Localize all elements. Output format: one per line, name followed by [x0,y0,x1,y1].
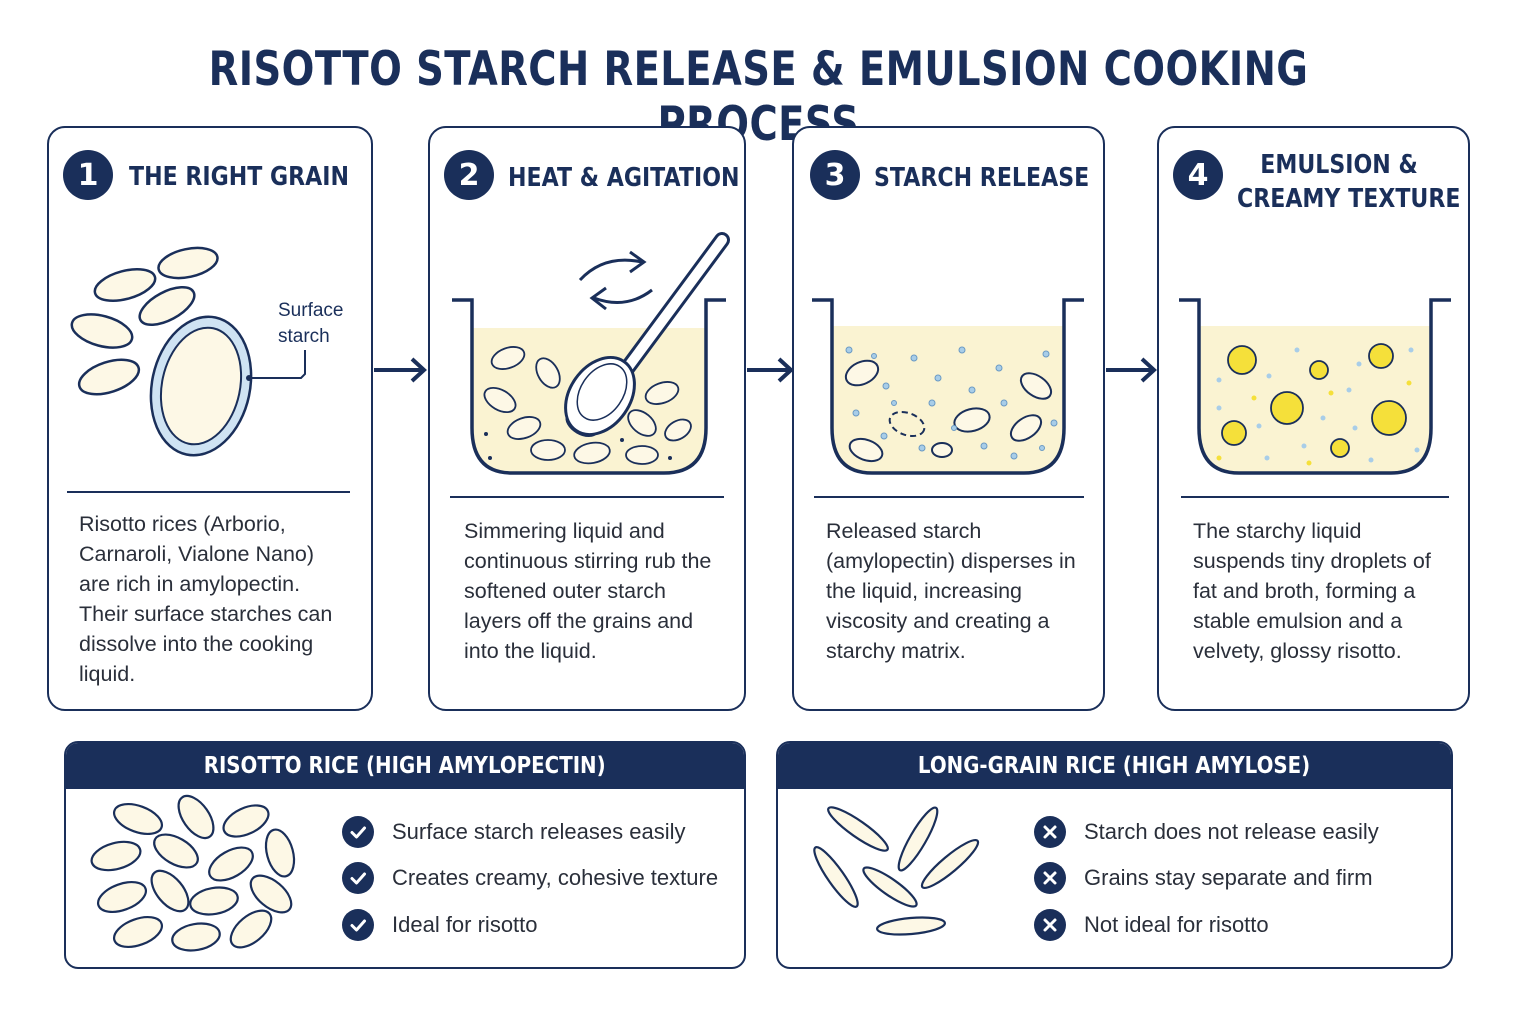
step-description: Released starch (amylopectin) disperses … [826,519,1076,663]
risotto-rice-panel: RISOTTO RICE (HIGH AMYLOPECTIN) Surface … [64,741,746,969]
surface-starch-label: Surface starch [278,300,344,347]
long-grain-rice-title: LONG-GRAIN RICE (HIGH AMYLOSE) [918,753,1311,779]
short-grain-rice-illustration [90,794,296,952]
long-grain-rice-illustration [813,806,980,936]
rice-grains-illustration [70,246,306,457]
step-number-badge: 4 [1173,150,1223,200]
risotto-benefit-item: Creates creamy, cohesive texture [342,862,718,894]
risotto-benefit-text: Creates creamy, cohesive texture [392,865,719,890]
step-description: Risotto rices (Arborio, Carnaroli, Vialo… [79,512,333,686]
step-divider [814,496,1084,498]
emulsion-pot-illustration [1179,298,1451,475]
step-title: STARCH RELEASE [874,163,1090,193]
long-grain-drawback-text: Grains stay separate and firm [1084,865,1373,890]
long-grain-drawback-item: Starch does not release easily [1034,816,1379,848]
step-description: The starchy liquid suspends tiny droplet… [1193,519,1431,663]
long-grain-drawback-item: Grains stay separate and firm [1034,862,1373,894]
x-icon [1034,816,1066,848]
step-description: Simmering liquid and continuous stirring… [464,519,712,663]
x-icon [1034,909,1066,941]
long-grain-rice-panel: LONG-GRAIN RICE (HIGH AMYLOSE) Starch do… [776,741,1453,969]
risotto-benefit-item: Surface starch releases easily [342,816,685,848]
check-icon [342,816,374,848]
step-divider [450,496,724,498]
long-grain-rice-header: LONG-GRAIN RICE (HIGH AMYLOSE) [778,743,1451,789]
flow-arrow-icon [747,357,794,383]
long-grain-drawback-item: Not ideal for risotto [1034,909,1269,941]
starch-release-pot-illustration [812,298,1084,475]
page-title: RISOTTO STARCH RELEASE & EMULSION COOKIN… [208,42,1309,152]
risotto-benefit-item: Ideal for risotto [342,909,538,941]
step-title: HEAT & AGITATION [508,163,740,193]
long-grain-drawback-text: Starch does not release easily [1084,819,1379,844]
check-icon [342,909,374,941]
step-number-badge: 2 [444,150,494,200]
pot-stirring-illustration [452,232,730,475]
step-divider [67,491,350,493]
step-title-line-1: EMULSION & [1260,150,1418,180]
long-grain-drawback-text: Not ideal for risotto [1084,912,1269,937]
step-card-3: 3 STARCH RELEASE Released starch (amylop… [792,126,1105,711]
risotto-rice-title: RISOTTO RICE (HIGH AMYLOPECTIN) [204,753,606,779]
step-number-badge: 3 [810,150,860,200]
check-icon [342,862,374,894]
step-title-line-2: CREAMY TEXTURE [1237,184,1461,214]
risotto-rice-header: RISOTTO RICE (HIGH AMYLOPECTIN) [66,743,744,789]
step-card-1: 1 THE RIGHT GRAIN Surface starch Risotto… [47,126,373,711]
step-title: THE RIGHT GRAIN [129,162,349,192]
step-card-4: 4 EMULSION & CREAMY TEXTURE The starchy … [1157,126,1470,711]
x-icon [1034,862,1066,894]
flow-arrow-icon [374,357,427,383]
risotto-benefit-text: Ideal for risotto [392,912,538,937]
flow-arrow-icon [1106,357,1157,383]
step-number-badge: 1 [63,150,113,200]
step-divider [1181,496,1449,498]
risotto-benefit-text: Surface starch releases easily [392,819,686,844]
step-card-2: 2 HEAT & AGITATION Simmeri [428,126,746,711]
